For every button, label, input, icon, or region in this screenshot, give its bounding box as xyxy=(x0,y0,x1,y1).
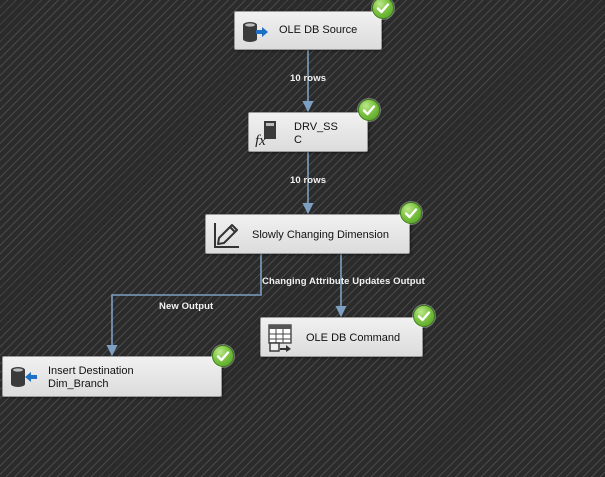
flow-label-derived-to-scd[interactable]: 10 rows xyxy=(290,175,327,186)
ole-db-command-success-check-icon xyxy=(413,305,435,327)
derived-column-label-line1: DRV_SS xyxy=(294,121,338,133)
slowly-changing-dimension-icon xyxy=(212,220,242,254)
derived-column-success-check-icon xyxy=(358,99,380,121)
database-destination-icon xyxy=(8,365,38,393)
insert-destination-label-line1: Insert Destination xyxy=(48,365,134,377)
ole-db-command-component[interactable]: OLE DB Command xyxy=(260,317,423,357)
ole-db-source-label: OLE DB Source xyxy=(279,24,358,36)
slowly-changing-dimension-component[interactable]: Slowly Changing Dimension xyxy=(205,214,410,254)
ole-db-source-component[interactable]: OLE DB Source xyxy=(234,11,382,50)
ole-db-command-label: OLE DB Command xyxy=(306,332,401,344)
svg-text:fx: fx xyxy=(255,133,266,147)
scd-success-check-icon xyxy=(400,202,422,224)
derived-column-fx-icon: fx xyxy=(255,119,279,151)
flow-path-scd-to-insert[interactable] xyxy=(106,254,262,357)
insert-destination-success-check-icon xyxy=(212,345,234,367)
flow-label-new-output[interactable]: New Output xyxy=(159,301,214,312)
derived-column-component[interactable]: fx DRV_SS C xyxy=(248,112,368,152)
ole-db-source-success-check-icon xyxy=(372,0,394,19)
flow-label-source-to-derived[interactable]: 10 rows xyxy=(290,73,327,84)
slowly-changing-dimension-label: Slowly Changing Dimension xyxy=(252,229,389,241)
insert-destination-label-line2: Dim_Branch xyxy=(48,378,109,390)
insert-destination-component[interactable]: Insert Destination Dim_Branch xyxy=(2,356,222,397)
derived-column-label-line2: C xyxy=(294,134,302,146)
grid-command-icon xyxy=(267,323,295,357)
flow-label-changing-attribute-updates[interactable]: Changing Attribute Updates Output xyxy=(262,276,425,287)
database-source-icon xyxy=(241,20,269,48)
